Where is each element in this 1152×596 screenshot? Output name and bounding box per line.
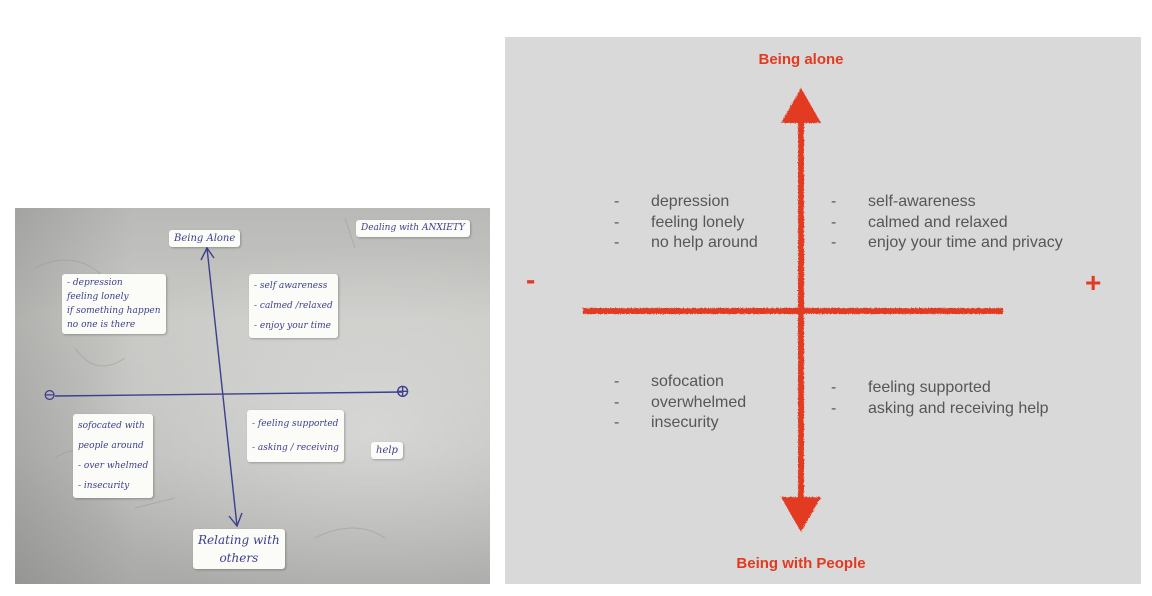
photo-note-line: others [219,551,259,565]
photo-note-line: - insecurity [78,481,130,491]
photo-note-line: sofocated with [78,421,145,431]
photo-bottom-left-note: sofocated with people around - over whel… [73,414,154,498]
minus-label: - [526,264,536,295]
list-item: enjoy your time and privacy [829,233,1063,254]
plus-label: + [1085,267,1102,298]
list-item: depression [612,192,758,213]
photo-title-note: Dealing with ANXIETY [356,220,470,237]
photo-note-line: people around [78,441,144,451]
quadrant-top-right: self-awareness calmed and relaxed enjoy … [829,192,1063,254]
photo-bottom-label: Relating with others [193,529,285,569]
photo-note-line: no one is there [67,320,136,330]
diagram-axes [583,88,1003,532]
photo-note-line: - asking / receiving [252,443,339,453]
list-item: feeling lonely [612,213,758,234]
quadrant-top-left: depression feeling lonely no help around [612,192,758,254]
down-arrowhead [781,497,821,532]
list-item: calmed and relaxed [829,213,1063,234]
list-item: self-awareness [829,192,1063,213]
list-item: feeling supported [829,378,1049,399]
photo-vertical-axis [206,247,238,527]
photo-top-right-note: - self awareness - calmed /relaxed - enj… [249,274,338,338]
whiteboard-photo: Dealing with ANXIETY Being Alone - depre… [15,208,490,584]
up-arrowhead [781,88,821,123]
photo-note-line: - calmed /relaxed [254,301,333,311]
quadrant-bottom-right: feeling supported asking and receiving h… [829,378,1049,419]
photo-note-line: - depression [67,278,123,288]
list-item: overwhelmed [612,393,746,414]
photo-minus-sign: ⊖ [43,385,57,404]
photo-note-line: Relating with [198,533,280,547]
axis-top-label: Being alone [758,51,844,68]
list-item: asking and receiving help [829,399,1049,420]
whiteboard-axes [34,217,404,539]
photo-horizontal-axis [54,391,404,397]
photo-note-line: - over whelmed [78,461,149,471]
photo-note-line: if something happen [67,306,161,316]
photo-bottom-right-note: - feeling supported - asking / receiving [247,410,344,462]
photo-up-arrowhead [200,246,215,261]
axis-bottom-label: Being with People [736,555,866,572]
quadrant-diagram: Being alone Being with People - + depres… [505,37,1141,584]
photo-help-note: help [371,442,403,459]
list-item: sofocation [612,372,746,393]
photo-top-label: Being Alone [169,230,241,247]
quadrant-bottom-left: sofocation overwhelmed insecurity [612,372,746,434]
photo-top-left-note: - depression feeling lonely if something… [62,274,166,334]
photo-note-line: - enjoy your time [254,321,331,331]
photo-plus-sign: ⊕ [395,381,411,402]
photo-note-line: feeling lonely [67,292,129,302]
photo-note-line: - feeling supported [252,419,339,429]
photo-note-line: - self awareness [254,281,328,291]
list-item: no help around [612,233,758,254]
list-item: insecurity [612,413,746,434]
photo-down-arrowhead [228,512,243,528]
